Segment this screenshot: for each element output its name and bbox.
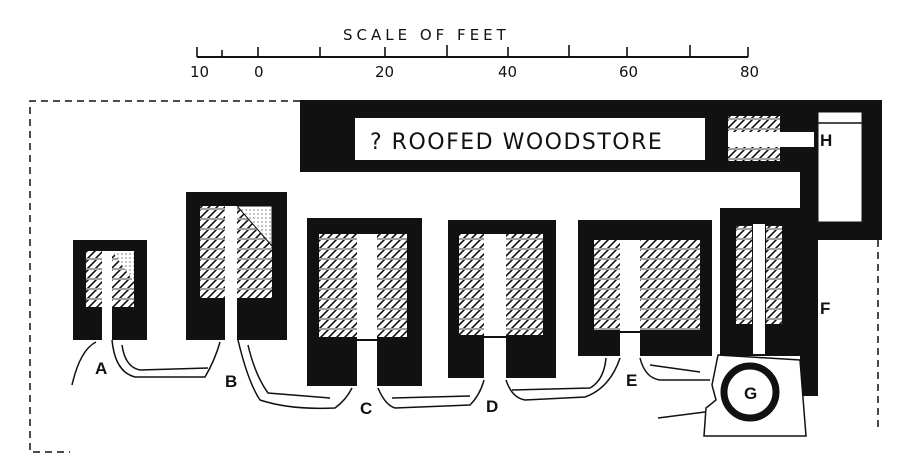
label-d: D: [486, 397, 498, 416]
scale-label: 20: [375, 63, 394, 81]
scale-ticks: [196, 45, 749, 57]
scale-label: 80: [740, 63, 759, 81]
scale-tick-labels: 10 0 20 40 60 80: [190, 63, 759, 81]
label-e: E: [626, 371, 637, 390]
scale-label: 60: [619, 63, 638, 81]
structure-g: [657, 354, 807, 437]
label-a: A: [95, 359, 107, 378]
label-g: G: [744, 384, 757, 403]
scale-label: 10: [190, 63, 209, 81]
furnace-ring: [720, 362, 780, 422]
scale-label: 0: [254, 63, 264, 81]
label-c: C: [360, 399, 372, 418]
label-b: B: [225, 372, 237, 391]
structure-a: [73, 240, 147, 340]
enclosure-boundary: [29, 100, 879, 453]
structure-e: [578, 220, 712, 356]
scale-title: SCALE OF FEET: [343, 26, 510, 44]
structure-c: [307, 218, 422, 386]
room-h: [817, 111, 863, 223]
scale-bar: [196, 45, 749, 58]
woodstore-label: ? ROOFED WOODSTORE: [370, 130, 663, 155]
connecting-flues: [71, 339, 710, 410]
label-h: H: [820, 131, 832, 150]
structure-f: [720, 208, 818, 396]
scale-label: 40: [498, 63, 517, 81]
label-f: F: [820, 299, 830, 318]
structure-b: [186, 192, 287, 340]
structure-d: [448, 220, 556, 378]
